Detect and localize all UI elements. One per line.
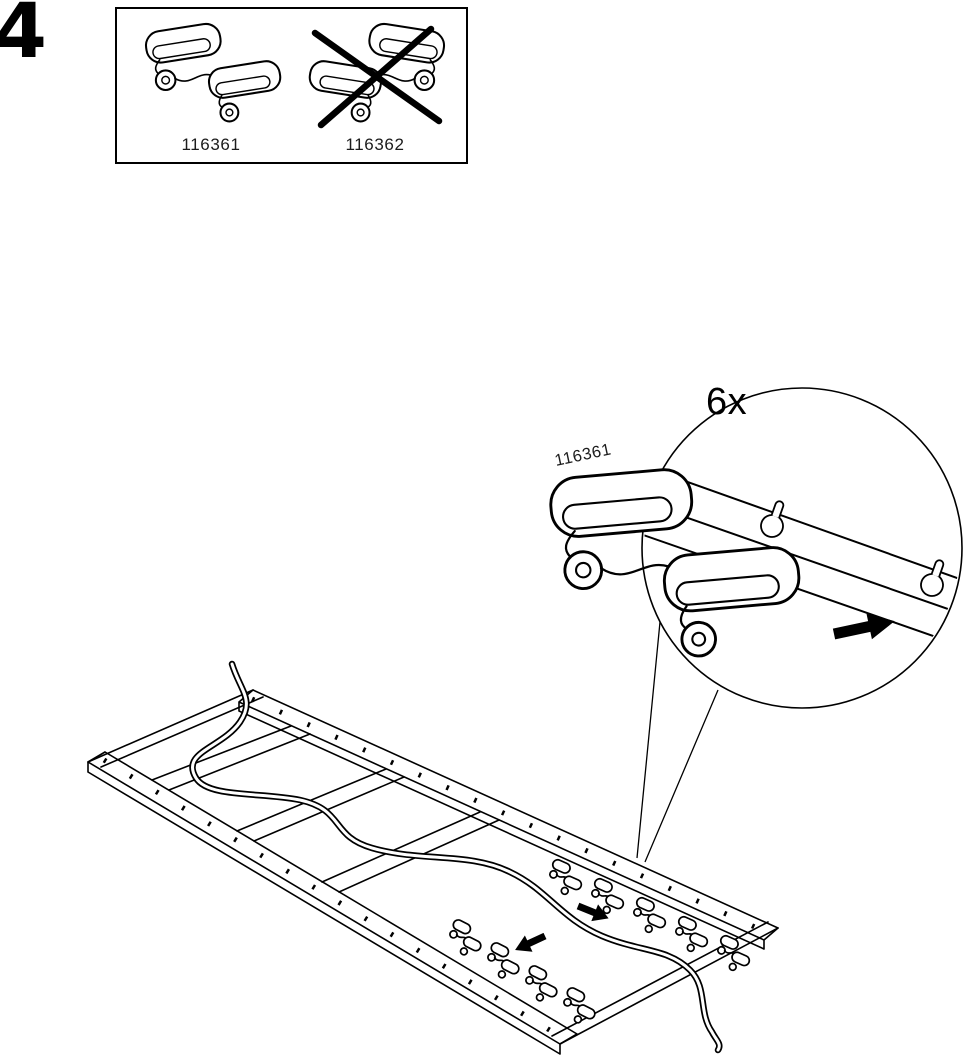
- frame-clip: [542, 857, 589, 901]
- slide-direction-arrow: [832, 613, 895, 640]
- bed-frame: [87, 660, 779, 1055]
- frame-clip: [555, 985, 603, 1030]
- cross-out-mark: [311, 25, 443, 129]
- wrong-part-illustration: [306, 20, 448, 129]
- clip-direction-arrow: [576, 902, 609, 922]
- part-number-label-correct: 116361: [181, 135, 240, 154]
- callout-circle: [641, 387, 963, 709]
- callout-quantity: 6x: [706, 381, 747, 423]
- frame-clip: [626, 895, 673, 939]
- frame-clip: [710, 933, 757, 977]
- clip-direction-arrow: [515, 932, 547, 952]
- callout: 116361 6x: [535, 381, 963, 709]
- callout-leader-lines: [636, 621, 719, 863]
- frame-clip: [517, 963, 565, 1008]
- step-number: 4: [0, 0, 47, 75]
- parts-validity-panel: 116361 116362: [115, 7, 468, 164]
- rail-slots: [102, 757, 568, 1043]
- keyhole-slot: [920, 559, 945, 597]
- parts-panel-art: 116361 116362: [142, 20, 448, 154]
- part-number-label-wrong: 116362: [345, 135, 404, 154]
- keyhole-slot: [760, 500, 785, 538]
- callout-part-number: 116361: [553, 440, 613, 470]
- frame-clip: [441, 917, 489, 962]
- frame-clip: [668, 914, 715, 958]
- flexible-strap: [189, 660, 723, 1054]
- front-rail: [87, 751, 578, 1055]
- end-rail-left: [87, 689, 264, 768]
